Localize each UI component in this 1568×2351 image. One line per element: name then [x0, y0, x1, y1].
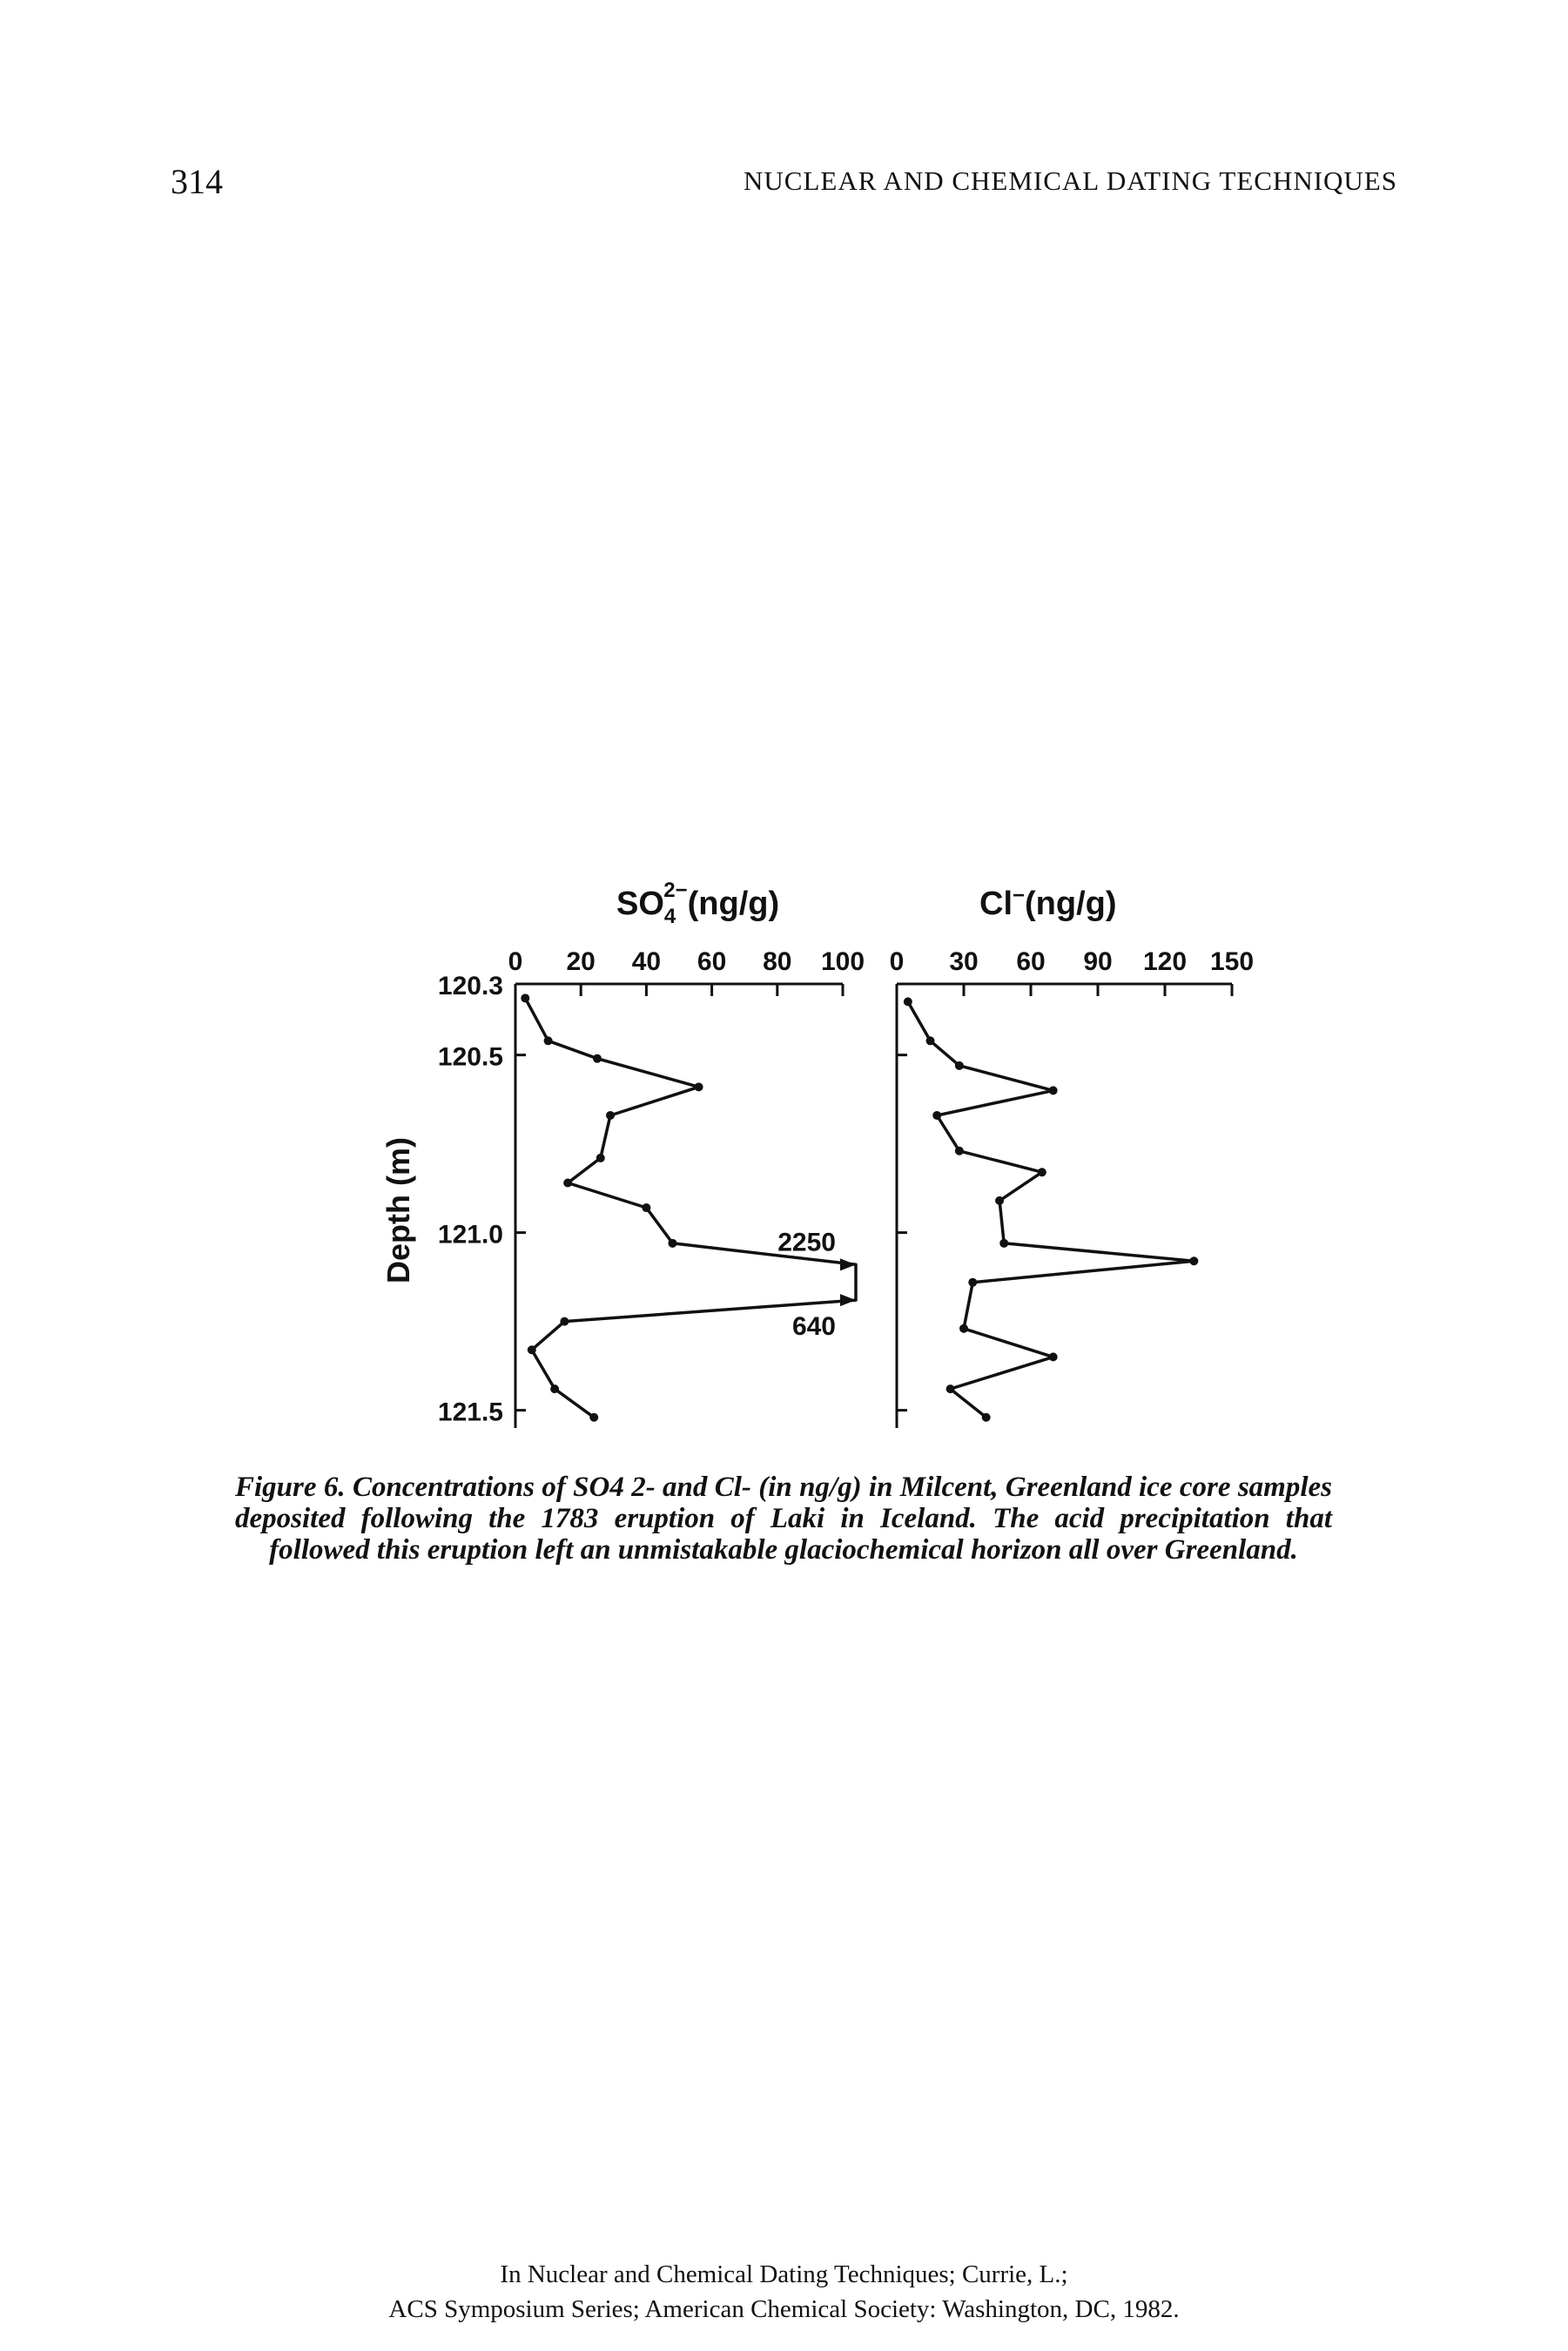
x-tick-label: 30	[949, 947, 978, 976]
data-point	[946, 1384, 955, 1394]
x-tick-label: 120	[1143, 947, 1187, 976]
data-point	[521, 994, 530, 1003]
data-point	[995, 1196, 1005, 1205]
running-title: NUCLEAR AND CHEMICAL DATING TECHNIQUES	[744, 165, 1397, 196]
citation-footer: In Nuclear and Chemical Dating Technique…	[0, 2257, 1568, 2327]
data-point	[1037, 1168, 1046, 1177]
data-point	[1048, 1352, 1058, 1362]
data-point	[999, 1238, 1009, 1248]
data-point	[563, 1178, 573, 1188]
series-line	[523, 997, 858, 1419]
x-tick-label: 0	[508, 947, 523, 976]
data-point	[642, 1203, 651, 1213]
data-point	[903, 997, 912, 1007]
data-point	[694, 1082, 703, 1092]
y-tick-label: 120.3	[438, 972, 503, 1000]
data-point	[543, 1036, 553, 1046]
x-tick-label: 80	[763, 947, 791, 976]
data-point	[932, 1110, 942, 1120]
figure-caption: Figure 6. Concentrations of SO4 2- and C…	[235, 1472, 1332, 1566]
x-tick-label: 150	[1210, 947, 1254, 976]
data-point	[1048, 1086, 1058, 1095]
so4-panel-title: SO42−(ng/g)	[616, 879, 779, 928]
data-point	[1189, 1256, 1199, 1266]
x-tick-label: 60	[697, 947, 726, 976]
data-point	[589, 1412, 599, 1422]
offscale-value-label: 2250	[777, 1228, 836, 1256]
page-number: 314	[171, 162, 223, 201]
data-point	[596, 1153, 605, 1162]
offscale-value-label: 640	[792, 1312, 836, 1341]
x-tick-label: 90	[1083, 947, 1112, 976]
x-tick-label: 0	[890, 947, 905, 976]
data-point	[668, 1238, 677, 1248]
data-point	[593, 1054, 602, 1063]
cl-panel-title: Cl−(ng/g)	[979, 884, 1117, 922]
data-point	[954, 1146, 964, 1155]
y-tick-label: 121.5	[438, 1398, 503, 1427]
x-tick-label: 60	[1016, 947, 1045, 976]
y-axis-label: Depth (m)	[380, 1137, 416, 1283]
offscale-arrow	[840, 1294, 856, 1307]
offscale-arrow	[840, 1258, 856, 1271]
y-tick-label: 120.5	[438, 1043, 503, 1072]
data-point	[981, 1412, 991, 1422]
citation-line-1: In Nuclear and Chemical Dating Technique…	[500, 2260, 1068, 2288]
cl-panel: 0 30 60 90 120 150	[890, 947, 1254, 1428]
data-point	[959, 1324, 968, 1333]
y-tick-label: 121.0	[438, 1221, 503, 1250]
citation-line-2: ACS Symposium Series; American Chemical …	[388, 2295, 1180, 2323]
data-point	[925, 1036, 935, 1046]
so4-panel: 0 20 40 60 80 100 2250 640	[508, 947, 865, 1428]
data-point	[606, 1110, 616, 1120]
data-point	[954, 1061, 964, 1070]
figure: SO42−(ng/g) Cl−(ng/g) Depth (m) 120.3 120…	[380, 879, 1254, 1428]
x-tick-label: 100	[821, 947, 865, 976]
data-point	[968, 1277, 978, 1287]
data-point	[560, 1317, 569, 1326]
x-tick-label: 20	[567, 947, 596, 976]
data-point	[527, 1345, 536, 1355]
data-point	[550, 1384, 560, 1394]
x-tick-label: 40	[632, 947, 661, 976]
